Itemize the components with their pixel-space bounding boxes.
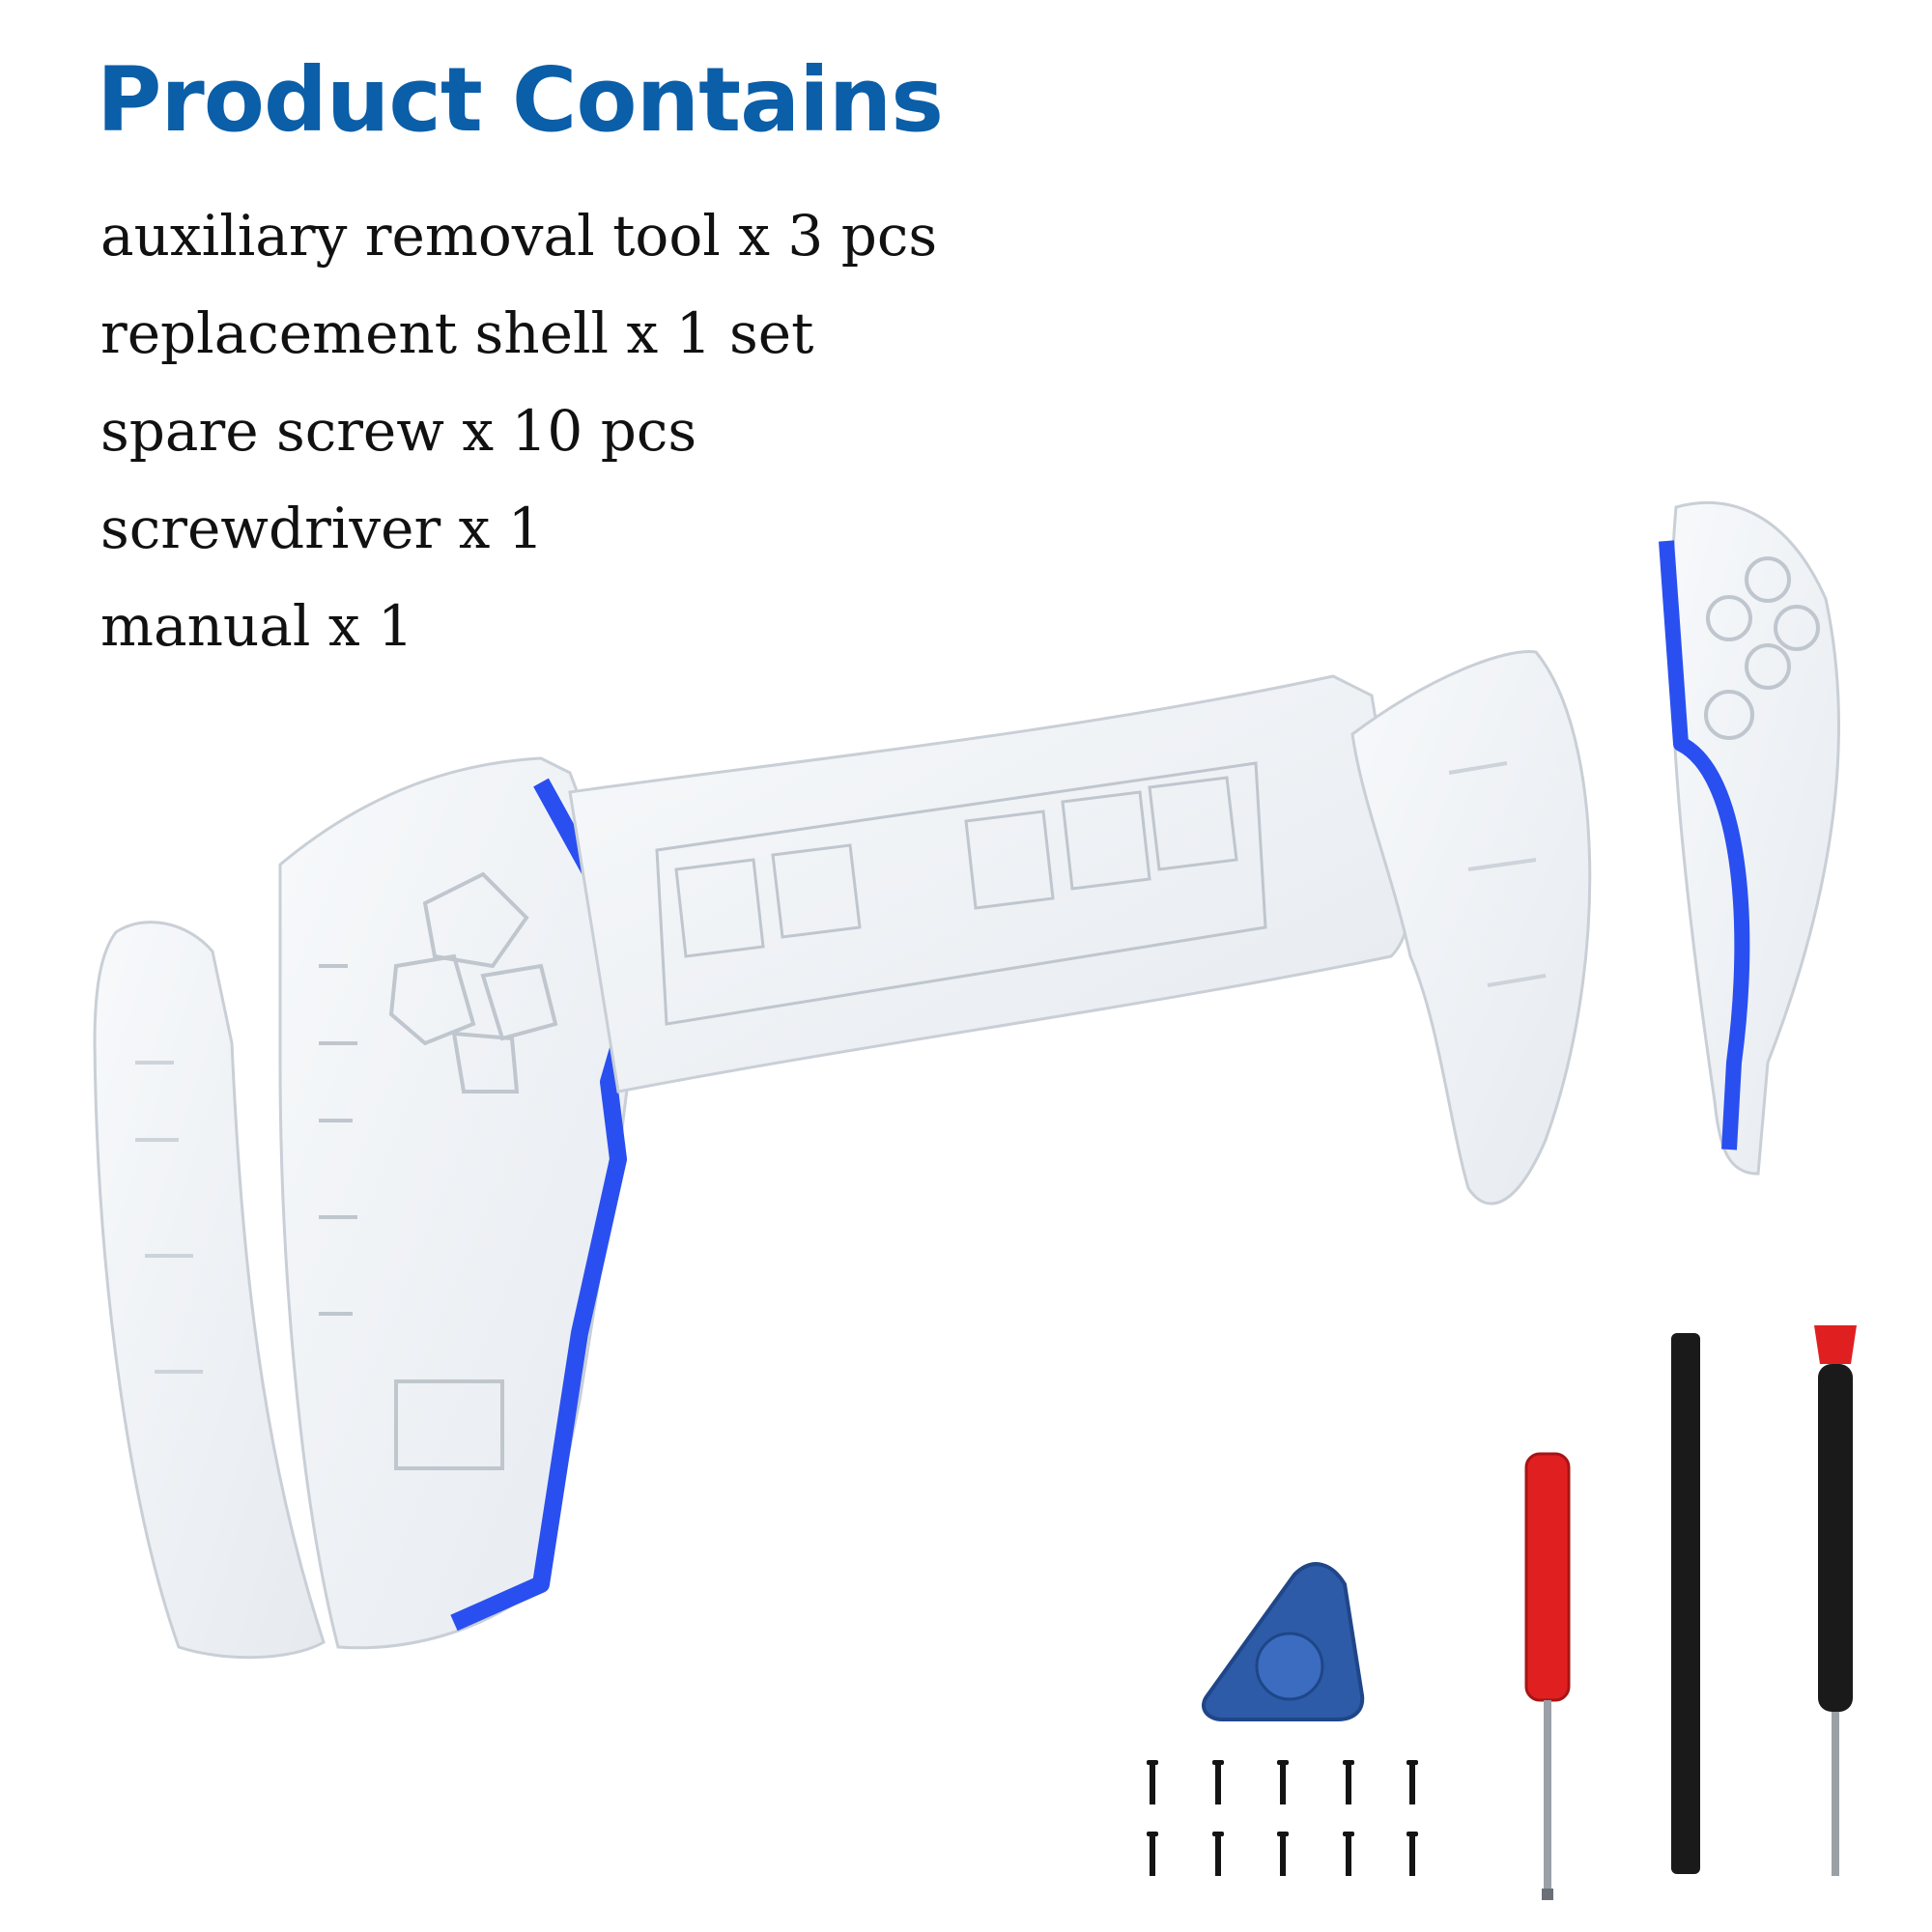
right-front-shell-icon: [1659, 500, 1840, 1176]
list-item: manual x 1: [100, 593, 413, 659]
screw-icon: [1406, 1832, 1418, 1876]
black-screwdriver-icon: [1814, 1325, 1857, 1876]
left-grip-shell-icon: [93, 921, 326, 1660]
page-title: Product Contains: [97, 48, 944, 152]
center-frame-shell-icon: [568, 674, 1412, 1094]
screw-icon: [1147, 1832, 1158, 1876]
contents-list: auxiliary removal tool x 3 pcs replaceme…: [100, 198, 937, 686]
screw-icon: [1406, 1760, 1418, 1804]
spudger-bar-icon: [1671, 1333, 1700, 1874]
list-item: replacement shell x 1 set: [100, 300, 814, 366]
screw-icon: [1147, 1760, 1158, 1804]
screw-icon: [1212, 1832, 1224, 1876]
screw-icon: [1277, 1832, 1289, 1876]
list-item: auxiliary removal tool x 3 pcs: [100, 203, 938, 269]
triangle-pry-tool-icon: [1202, 1562, 1365, 1721]
screw-icon: [1277, 1760, 1289, 1804]
right-grip-shell-icon: [1350, 649, 1592, 1206]
red-screwdriver-icon: [1524, 1452, 1571, 1900]
screw-icon: [1212, 1760, 1224, 1804]
spare-screws-icon: [1147, 1760, 1418, 1876]
list-item: screwdriver x 1: [100, 496, 544, 561]
screw-icon: [1343, 1832, 1354, 1876]
screw-icon: [1343, 1760, 1354, 1804]
list-item: spare screw x 10 pcs: [100, 398, 697, 464]
